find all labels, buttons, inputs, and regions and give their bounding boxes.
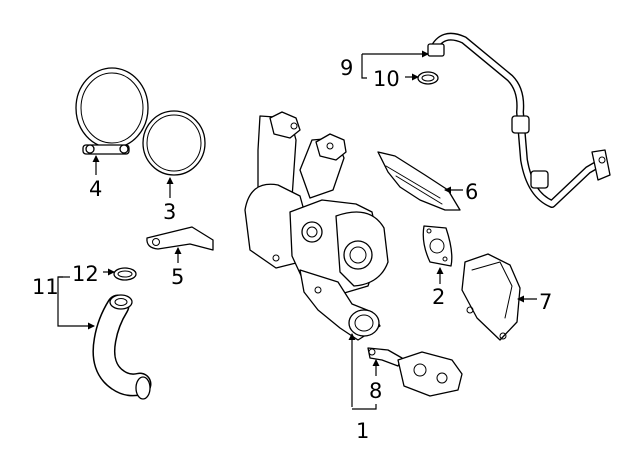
callout-8: 8: [369, 379, 382, 403]
shield-cover-part: [461, 253, 521, 341]
callout-9: 9: [340, 56, 353, 80]
o-ring-10-part: [417, 71, 439, 85]
callout-11: 11: [32, 275, 59, 299]
callout-4: 4: [89, 177, 102, 201]
wastegate-actuator-part: [367, 347, 463, 397]
bracket-part: [146, 226, 214, 251]
callout-6: 6: [465, 180, 478, 204]
coolant-pipe-part: [92, 294, 152, 400]
callout-12: 12: [72, 262, 99, 286]
heat-shield-part: [377, 151, 461, 211]
callout-10: 10: [373, 67, 400, 91]
callout-labels: 1 2 3 4 5 6 7 8 9 10 11 12: [32, 56, 552, 443]
callout-3: 3: [163, 200, 176, 224]
o-ring-12-part: [113, 267, 137, 281]
callout-5: 5: [171, 265, 184, 289]
gasket-ring-part: [142, 110, 206, 176]
callout-2: 2: [432, 285, 445, 309]
turbo-gasket-part: [422, 225, 453, 267]
callout-7: 7: [539, 290, 552, 314]
oil-feed-line-part: [427, 32, 611, 208]
turbocharger-part: [244, 111, 389, 341]
leader-lines: [57, 50, 537, 410]
clamp-ring-part: [75, 67, 149, 155]
callout-1: 1: [356, 419, 369, 443]
